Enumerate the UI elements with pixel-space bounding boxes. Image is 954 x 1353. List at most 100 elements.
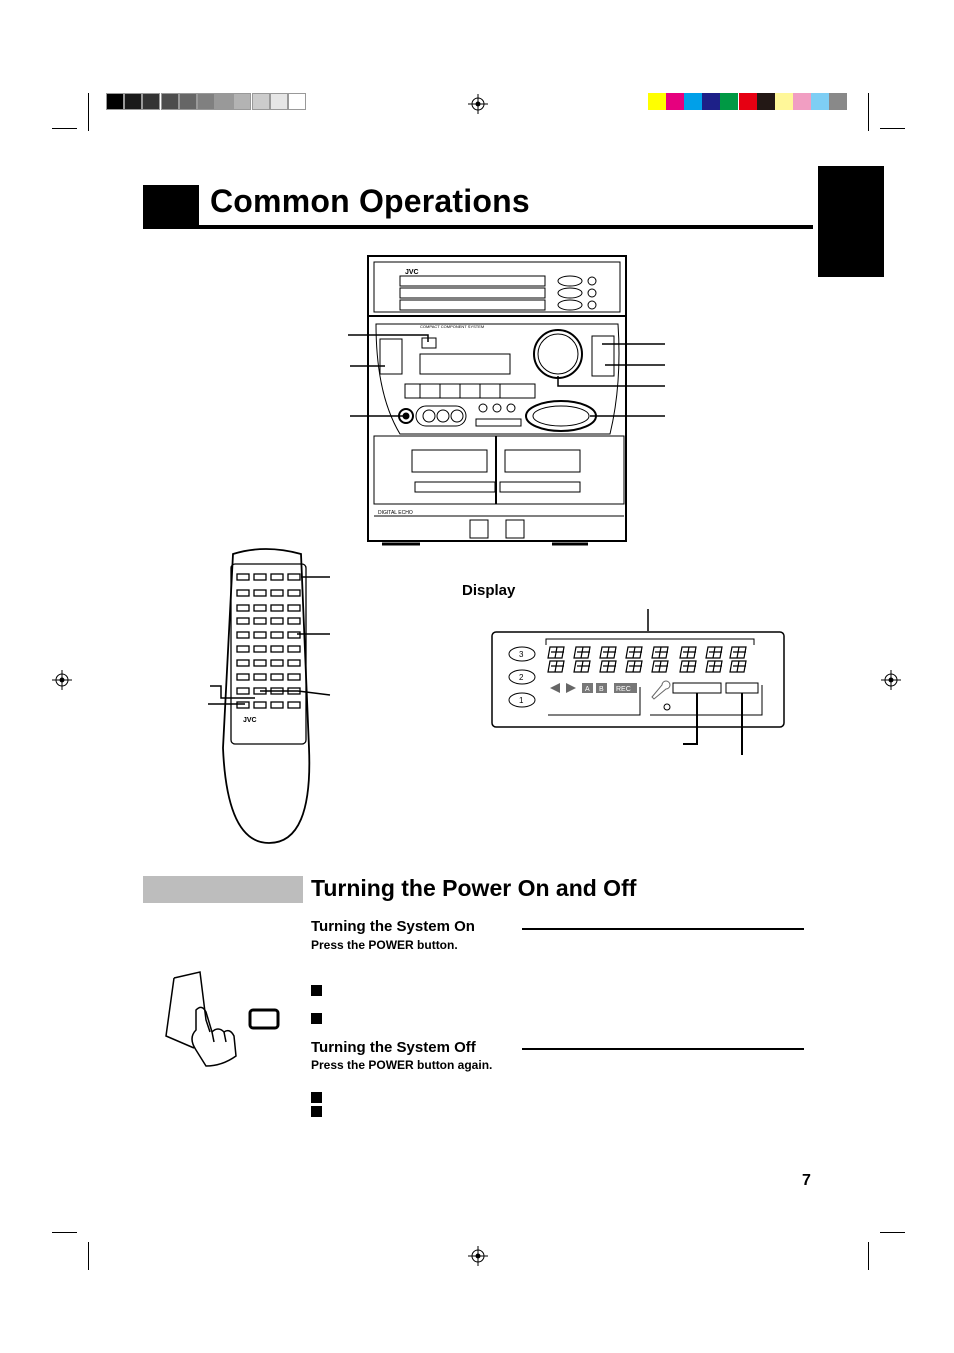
remote-button xyxy=(236,659,250,667)
remote-button xyxy=(287,589,301,597)
crop-mark xyxy=(52,1232,77,1233)
display-segment-digit xyxy=(679,646,697,659)
color-swatch xyxy=(756,93,775,110)
page-number: 7 xyxy=(802,1172,811,1189)
remote-button xyxy=(287,645,301,653)
page-title: Common Operations xyxy=(210,183,530,219)
remote-button xyxy=(270,645,284,653)
remote-control-illustration: JVC xyxy=(208,548,331,844)
remote-button xyxy=(253,631,267,639)
unit-logo: JVC xyxy=(405,269,419,276)
bullet-square xyxy=(311,1013,322,1024)
remote-button xyxy=(236,604,250,612)
crop-mark xyxy=(868,1242,869,1270)
registration-mark-icon xyxy=(881,670,901,690)
grayscale-swatch xyxy=(233,93,252,110)
system-on-rule xyxy=(522,928,804,930)
remote-button xyxy=(287,701,301,709)
remote-button xyxy=(270,573,284,581)
display-segment-digit xyxy=(599,660,617,673)
remote-button xyxy=(253,659,267,667)
grayscale-swatch xyxy=(215,93,234,110)
display-segment-digit xyxy=(729,646,747,659)
color-swatch xyxy=(774,93,793,110)
grayscale-swatch xyxy=(106,93,124,110)
stereo-unit-illustration: DIGITAL ECHO JVC COMPACT COMPONENT SYSTE… xyxy=(367,255,627,546)
grayscale-swatch xyxy=(269,93,288,110)
remote-button xyxy=(236,573,250,581)
disc-number-3: 3 xyxy=(519,650,524,659)
display-segment-digit xyxy=(547,660,565,673)
remote-button xyxy=(270,701,284,709)
crop-mark xyxy=(880,128,905,129)
color-swatch xyxy=(648,93,666,110)
display-segment-digit xyxy=(679,660,697,673)
display-segment-digit xyxy=(599,646,617,659)
display-segment-digit xyxy=(573,660,591,673)
remote-button xyxy=(236,631,250,639)
crop-mark xyxy=(88,93,89,131)
display-segment-digit xyxy=(705,646,723,659)
color-swatch xyxy=(829,93,847,110)
section-marker-grey xyxy=(143,876,303,903)
remote-button xyxy=(236,701,250,709)
remote-button xyxy=(287,659,301,667)
remote-button xyxy=(253,604,267,612)
remote-logo: JVC xyxy=(243,717,257,724)
color-swatch xyxy=(738,93,757,110)
remote-button xyxy=(270,659,284,667)
system-on-heading: Turning the System On xyxy=(311,918,475,935)
display-segment-digit xyxy=(729,660,747,673)
color-swatch xyxy=(666,93,685,110)
remote-button xyxy=(287,631,301,639)
section-title: Turning the Power On and Off xyxy=(311,875,637,901)
disc-number-1: 1 xyxy=(519,696,524,705)
remote-button xyxy=(253,673,267,681)
remote-button xyxy=(236,645,250,653)
system-off-instruction: Press the POWER button again. xyxy=(311,1058,493,1072)
hand-pressing-button-icon xyxy=(165,971,280,1067)
remote-button xyxy=(287,604,301,612)
color-swatch xyxy=(792,93,811,110)
unit-callout-lines xyxy=(348,334,665,417)
remote-button xyxy=(270,604,284,612)
display-segment-digit xyxy=(651,646,669,659)
display-indicator-rec: REC xyxy=(616,686,631,693)
system-on-instruction: Press the POWER button. xyxy=(311,938,458,952)
remote-button xyxy=(236,687,250,695)
bullet-square xyxy=(311,1092,322,1103)
remote-button xyxy=(287,673,301,681)
display-segment-digit xyxy=(651,660,669,673)
grayscale-swatch xyxy=(124,93,143,110)
display-segment-digit xyxy=(625,646,643,659)
title-rule xyxy=(143,225,813,229)
grayscale-swatch xyxy=(288,93,306,110)
grayscale-swatch xyxy=(251,93,270,110)
color-swatch xyxy=(810,93,829,110)
display-segment-digit xyxy=(547,646,565,659)
svg-text:DIGITAL ECHO: DIGITAL ECHO xyxy=(378,510,413,516)
color-swatch xyxy=(720,93,739,110)
display-segment-digit xyxy=(573,646,591,659)
remote-button xyxy=(270,673,284,681)
remote-button xyxy=(253,573,267,581)
disc-number-2: 2 xyxy=(519,673,524,682)
remote-button xyxy=(270,631,284,639)
crop-mark xyxy=(88,1242,89,1270)
remote-button xyxy=(236,589,250,597)
title-marker-block xyxy=(143,185,199,225)
bullet-square xyxy=(311,1106,322,1117)
crop-mark xyxy=(52,128,77,129)
remote-button xyxy=(253,701,267,709)
language-side-tab xyxy=(818,166,884,277)
grayscale-swatch xyxy=(178,93,197,110)
grayscale-swatch xyxy=(142,93,161,110)
remote-button xyxy=(253,617,267,625)
unit-caption: COMPACT COMPONENT SYSTEM xyxy=(420,324,484,329)
display-panel-illustration: 3 2 1 A B REC xyxy=(491,609,785,755)
remote-button xyxy=(236,617,250,625)
display-segment-digit xyxy=(705,660,723,673)
registration-mark-icon xyxy=(468,1246,488,1266)
registration-mark-icon xyxy=(52,670,72,690)
color-swatch xyxy=(702,93,721,110)
